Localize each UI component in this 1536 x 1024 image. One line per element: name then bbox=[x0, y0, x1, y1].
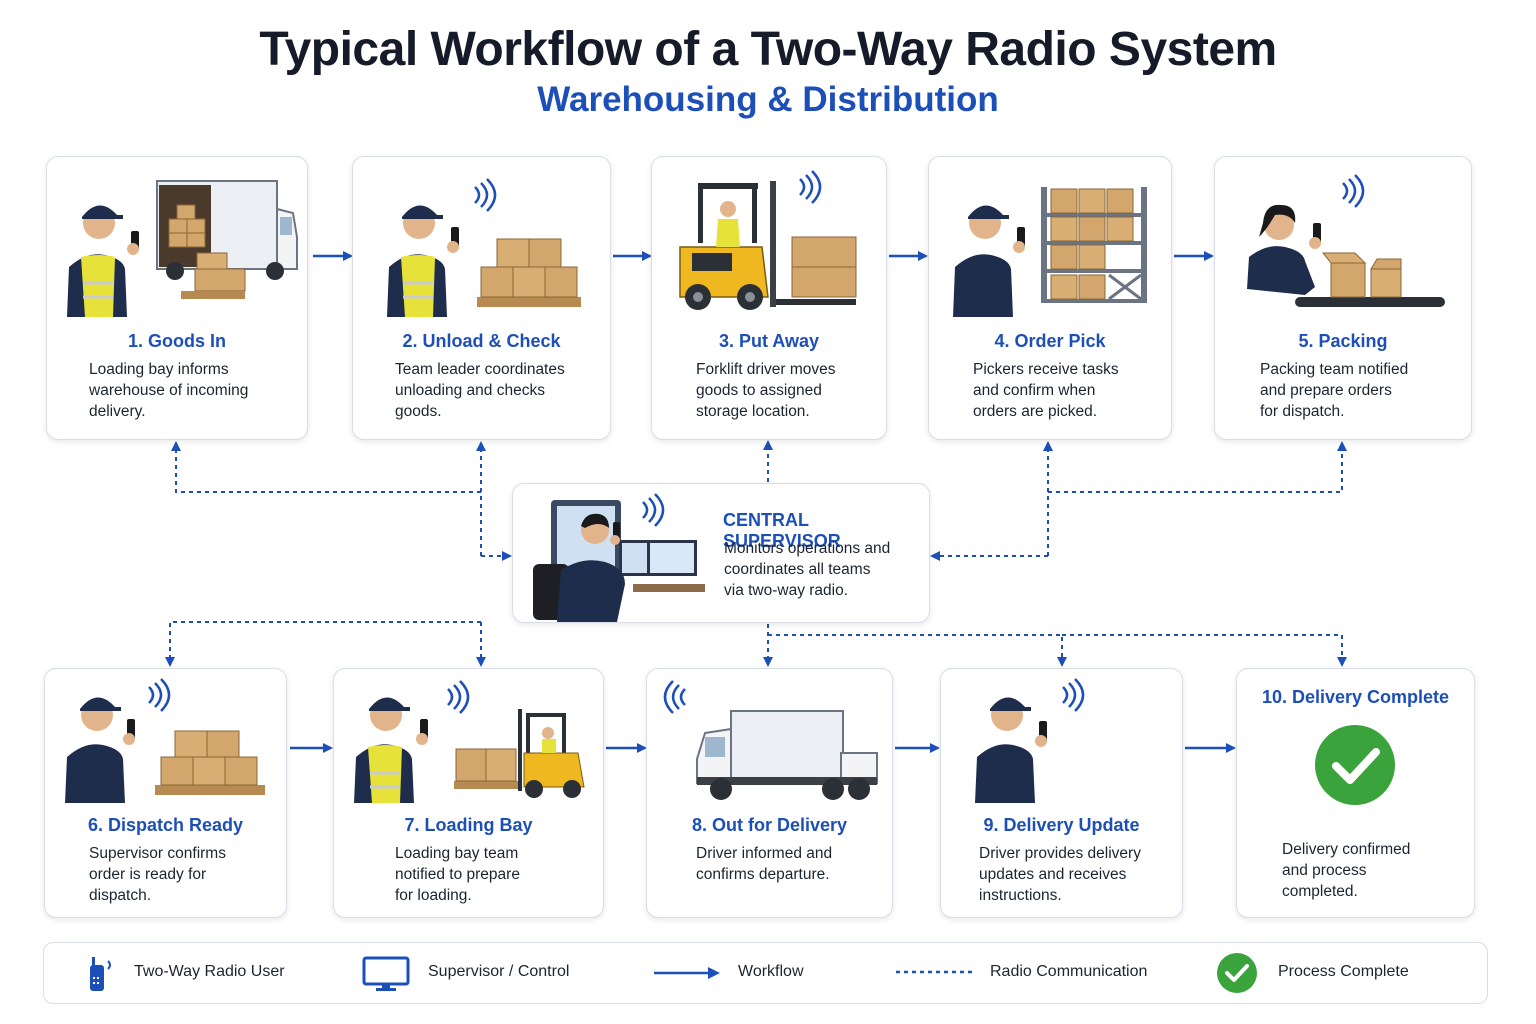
pallet-boxes-icon bbox=[791, 236, 857, 298]
driver-icon bbox=[975, 697, 1047, 803]
step-title: 3. Put Away bbox=[718, 331, 820, 351]
legend-item-radio-comm: Radio Communication bbox=[894, 943, 1174, 1003]
delivery-truck-icon bbox=[696, 710, 878, 800]
worker-woman-icon bbox=[1247, 204, 1321, 295]
step-title: 8. Out for Delivery bbox=[691, 815, 848, 835]
legend-item-workflow: Workflow bbox=[652, 943, 852, 1003]
supervisor-illustration bbox=[533, 493, 705, 622]
legend-label-supervisor: Supervisor / Control bbox=[428, 963, 570, 980]
step-card-packing: 5. Packing Packing team notified and pre… bbox=[1214, 156, 1472, 440]
radio-line-step5 bbox=[1048, 441, 1347, 493]
step-title: 10. Delivery Complete bbox=[1261, 687, 1450, 707]
forklift-icon bbox=[518, 709, 585, 798]
radio-signal-icon bbox=[1062, 678, 1085, 712]
step-description: Delivery confirmed and process completed… bbox=[1282, 841, 1411, 900]
step-description: Forklift driver moves goods to assigned … bbox=[696, 361, 836, 420]
radio-signal-icon bbox=[447, 680, 470, 714]
step-description: Team leader coordinates unloading and ch… bbox=[395, 361, 565, 420]
step-title: 1. Goods In bbox=[127, 331, 226, 351]
radio-signal-icon bbox=[474, 178, 497, 212]
step-description: Pickers receive tasks and confirm when o… bbox=[973, 361, 1119, 420]
step-card-dispatch-ready: 6. Dispatch Ready Supervisor confirms or… bbox=[44, 668, 287, 918]
radio-line-step10 bbox=[1062, 634, 1347, 667]
check-circle-icon bbox=[1217, 953, 1257, 993]
worker-icon bbox=[65, 697, 135, 803]
dispatch-ready-illustration bbox=[65, 678, 265, 803]
conveyor-belt-icon bbox=[1295, 252, 1445, 307]
pallet-boxes-icon bbox=[454, 748, 518, 789]
worker-hi-vis-icon bbox=[67, 205, 139, 317]
unload-check-illustration bbox=[387, 178, 581, 317]
order-pick-illustration bbox=[953, 187, 1147, 317]
radio-signal-icon bbox=[799, 170, 822, 204]
pallet-boxes-icon bbox=[477, 238, 581, 307]
supervisor-person-icon bbox=[533, 513, 625, 622]
legend: Two-Way Radio User Supervisor / Control … bbox=[43, 942, 1488, 1004]
step-description: Driver informed and confirms departure. bbox=[696, 845, 833, 883]
step-title: 2. Unload & Check bbox=[402, 331, 561, 351]
legend-label-radio-user: Two-Way Radio User bbox=[134, 963, 285, 980]
radio-signal-icon bbox=[642, 493, 665, 527]
legend-label-complete: Process Complete bbox=[1278, 963, 1409, 980]
step-card-goods-in: 1. Goods In Loading bay informs warehous… bbox=[46, 156, 308, 440]
central-supervisor-card: CENTRAL SUPERVISOR Monitors operations a… bbox=[512, 483, 930, 623]
shelving-rack-icon bbox=[1041, 187, 1147, 303]
step-card-put-away: 3. Put Away Forklift driver moves goods … bbox=[651, 156, 887, 440]
step-card-unload-check: 2. Unload & Check Team leader coordinate… bbox=[352, 156, 611, 440]
legend-item-complete: Process Complete bbox=[1216, 943, 1466, 1003]
step-title: 6. Dispatch Ready bbox=[87, 815, 244, 835]
page-subtitle: Warehousing & Distribution bbox=[537, 80, 999, 119]
check-circle-icon bbox=[1315, 725, 1395, 805]
step-title: 7. Loading Bay bbox=[404, 815, 533, 835]
legend-label-radio-comm: Radio Communication bbox=[990, 963, 1148, 980]
step-description: Supervisor confirms order is ready for d… bbox=[89, 845, 226, 904]
put-away-illustration bbox=[679, 170, 857, 310]
step-card-out-for-delivery: 8. Out for Delivery Driver informed and … bbox=[646, 668, 893, 918]
radio-line-step6 bbox=[165, 621, 481, 667]
radio-signal-icon bbox=[1342, 174, 1365, 208]
packing-illustration bbox=[1247, 174, 1445, 307]
dotted-line-icon bbox=[896, 970, 972, 974]
radio-signal-icon bbox=[148, 678, 171, 712]
step-card-loading-bay: 7. Loading Bay Loading bay team notified… bbox=[333, 668, 604, 918]
supervisor-description: Monitors operations and coordinates all … bbox=[724, 540, 891, 599]
worker-icon bbox=[953, 205, 1025, 317]
pallet-boxes-icon bbox=[155, 730, 265, 795]
step-title: 5. Packing bbox=[1298, 331, 1388, 351]
out-for-delivery-illustration bbox=[663, 680, 878, 800]
worker-hi-vis-icon bbox=[387, 205, 459, 317]
loading-bay-illustration bbox=[354, 680, 585, 803]
legend-item-radio-user: Two-Way Radio User bbox=[82, 943, 322, 1003]
supervisor-title: CENTRAL SUPERVISOR bbox=[723, 510, 841, 551]
step-description: Packing team notified and prepare orders… bbox=[1260, 361, 1409, 420]
monitor-icon bbox=[362, 956, 410, 991]
page-title: Typical Workflow of a Two-Way Radio Syst… bbox=[259, 23, 1277, 76]
pallet-boxes-icon bbox=[181, 252, 246, 299]
step-title: 4. Order Pick bbox=[994, 331, 1106, 351]
step-card-order-pick: 4. Order Pick Pickers receive tasks and … bbox=[928, 156, 1172, 440]
two-way-radio-icon bbox=[90, 957, 111, 991]
step-card-delivery-update: 9. Delivery Update Driver provides deliv… bbox=[940, 668, 1183, 918]
delivery-update-illustration bbox=[975, 678, 1085, 803]
workflow-arrow-icon bbox=[654, 967, 720, 979]
radio-signal-icon bbox=[663, 680, 686, 714]
step-description: Loading bay informs warehouse of incomin… bbox=[89, 361, 249, 420]
step-card-delivery-complete: 10. Delivery Complete Delivery confirmed… bbox=[1236, 668, 1475, 918]
step-description: Driver provides delivery updates and rec… bbox=[979, 845, 1141, 904]
legend-item-supervisor: Supervisor / Control bbox=[362, 943, 602, 1003]
radio-line-step1 bbox=[171, 441, 481, 493]
radio-line-step9 bbox=[768, 634, 1067, 667]
step-description: Loading bay team notified to prepare for… bbox=[395, 845, 520, 904]
forklift-icon bbox=[679, 181, 856, 310]
worker-hi-vis-icon bbox=[354, 697, 428, 803]
legend-label-workflow: Workflow bbox=[738, 963, 804, 980]
goods-in-illustration bbox=[67, 180, 298, 317]
step-title: 9. Delivery Update bbox=[983, 815, 1140, 835]
